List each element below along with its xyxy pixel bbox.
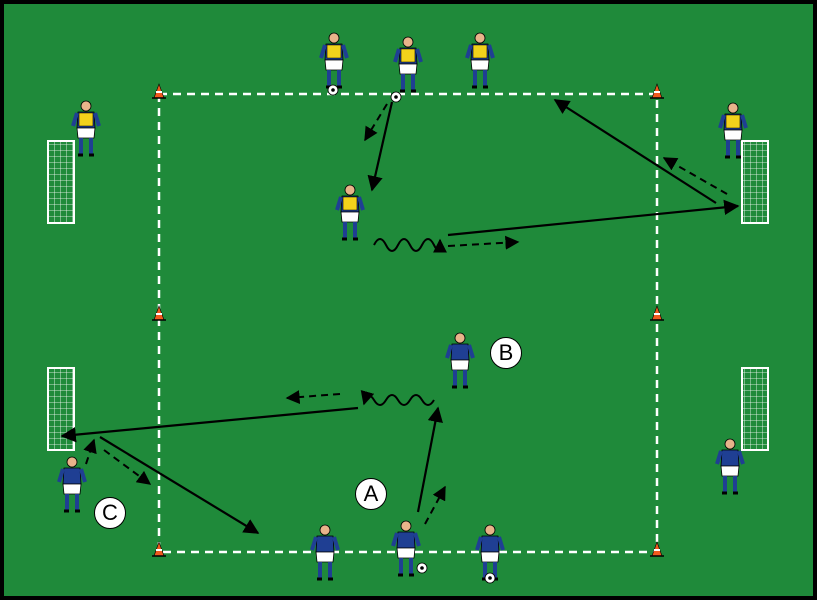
- label-b: B: [490, 337, 522, 369]
- pitch-surface: [4, 4, 813, 596]
- goal-icon: [47, 140, 75, 224]
- goal-icon: [47, 367, 75, 451]
- ball-icon: [484, 572, 496, 584]
- label-a: A: [355, 478, 387, 510]
- ball-icon: [327, 84, 339, 96]
- ball-icon: [390, 91, 402, 103]
- label-c: C: [94, 497, 126, 529]
- ball-icon: [416, 562, 428, 574]
- goal-icon: [741, 367, 769, 451]
- pass-arrows: [60, 99, 740, 534]
- run-arrows: [83, 103, 728, 525]
- goal-icon: [741, 140, 769, 224]
- dribble-arrows: [360, 238, 447, 406]
